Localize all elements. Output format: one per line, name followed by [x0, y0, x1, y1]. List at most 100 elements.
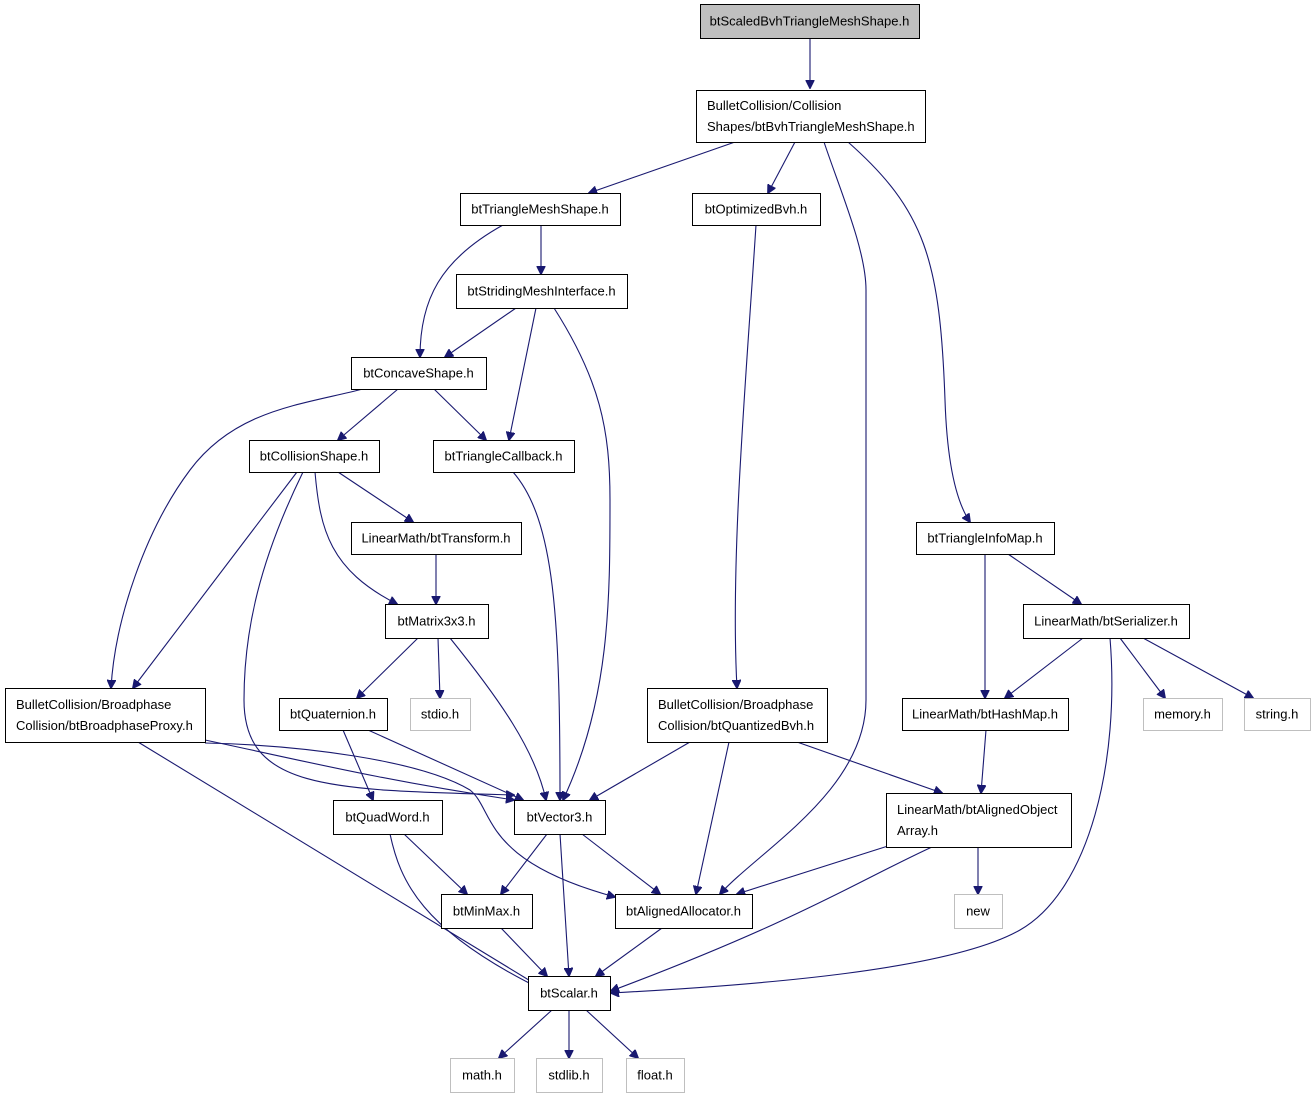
- node-label-bvh-shape-line-2: Shapes/btBvhTriangleMeshShape.h: [707, 119, 915, 134]
- node-striding[interactable]: btStridingMeshInterface.h: [456, 274, 628, 309]
- edge-bvh-shape-to-tri-info-map: [847, 141, 970, 522]
- edge-striding-to-vector3: [553, 307, 611, 800]
- node-label-root: btScaledBvhTriangleMeshShape.h: [710, 14, 910, 29]
- node-box-striding: [456, 274, 628, 309]
- node-box-quaternion: [279, 698, 388, 731]
- node-label-tri-info-map: btTriangleInfoMap.h: [927, 531, 1042, 546]
- node-box-tri-callback: [433, 440, 575, 473]
- node-box-stdlib: [536, 1058, 603, 1093]
- node-box-scalar: [528, 976, 611, 1011]
- node-label-hashmap: LinearMath/btHashMap.h: [912, 707, 1058, 722]
- edge-scalar-to-math: [499, 1009, 553, 1058]
- edge-scalar-to-float: [585, 1009, 638, 1058]
- edge-serializer-to-scalar: [611, 637, 1113, 993]
- node-stdio: stdio.h: [410, 698, 471, 731]
- node-label-new: new: [966, 904, 990, 919]
- node-box-quantized-bvh: [647, 688, 828, 743]
- node-concave[interactable]: btConcaveShape.h: [351, 357, 487, 390]
- node-tri-callback[interactable]: btTriangleCallback.h: [433, 440, 575, 473]
- node-box-bp-proxy: [5, 688, 206, 743]
- edge-aligned-array-to-aligned-alloc: [737, 845, 889, 894]
- edge-collision-shape-to-vector3: [243, 471, 514, 795]
- node-label-bp-proxy-line-2: Collision/btBroadphaseProxy.h: [16, 718, 193, 733]
- edge-concave-to-tri-callback: [433, 388, 486, 440]
- node-label-optimized-bvh: btOptimizedBvh.h: [705, 202, 808, 217]
- node-box-aligned-array: [886, 793, 1072, 848]
- edge-bp-proxy-to-vector3: [204, 739, 514, 800]
- node-tri-mesh-shape[interactable]: btTriangleMeshShape.h: [460, 193, 621, 226]
- edge-concave-to-collision-shape: [338, 388, 399, 440]
- node-quaternion[interactable]: btQuaternion.h: [279, 698, 388, 731]
- edge-serializer-to-memory: [1119, 637, 1165, 698]
- edge-matrix-to-quaternion: [357, 637, 419, 698]
- node-stdlib: stdlib.h: [536, 1058, 603, 1093]
- edge-tri-callback-to-vector3: [512, 471, 560, 800]
- edge-hashmap-to-aligned-array: [981, 729, 987, 793]
- node-root[interactable]: btScaledBvhTriangleMeshShape.h: [700, 4, 920, 39]
- node-label-tri-mesh-shape: btTriangleMeshShape.h: [471, 202, 609, 217]
- node-serializer[interactable]: LinearMath/btSerializer.h: [1023, 604, 1190, 639]
- node-minmax[interactable]: btMinMax.h: [441, 894, 533, 929]
- node-box-serializer: [1023, 604, 1190, 639]
- edge-quantized-bvh-to-vector3: [590, 741, 691, 800]
- edge-quantized-bvh-to-aligned-alloc: [696, 741, 730, 894]
- node-box-collision-shape: [249, 440, 380, 473]
- edge-vector3-to-minmax: [501, 833, 548, 894]
- edge-collision-shape-to-transform: [337, 471, 413, 522]
- node-tri-info-map[interactable]: btTriangleInfoMap.h: [916, 522, 1055, 555]
- edge-tri-mesh-shape-to-concave: [420, 224, 504, 357]
- node-box-math: [450, 1058, 515, 1093]
- node-new: new: [954, 894, 1003, 929]
- edge-striding-to-concave: [445, 307, 517, 357]
- edge-aligned-alloc-to-scalar: [596, 927, 663, 976]
- edge-quadword-to-scalar: [389, 833, 543, 990]
- node-optimized-bvh[interactable]: btOptimizedBvh.h: [692, 193, 821, 226]
- edge-bp-proxy-to-scalar: [137, 741, 537, 985]
- node-hashmap[interactable]: LinearMath/btHashMap.h: [902, 698, 1069, 731]
- node-box-stdio: [410, 698, 471, 731]
- node-transform[interactable]: LinearMath/btTransform.h: [351, 522, 522, 555]
- node-box-concave: [351, 357, 487, 390]
- node-label-collision-shape: btCollisionShape.h: [260, 449, 368, 464]
- node-label-math: math.h: [462, 1068, 502, 1083]
- edge-serializer-to-string: [1142, 637, 1253, 698]
- edge-matrix-to-vector3: [449, 637, 546, 800]
- node-collision-shape[interactable]: btCollisionShape.h: [249, 440, 380, 473]
- node-float: float.h: [626, 1058, 685, 1093]
- node-quantized-bvh[interactable]: BulletCollision/BroadphaseCollision/btQu…: [647, 688, 828, 743]
- node-vector3[interactable]: btVector3.h: [514, 800, 606, 835]
- node-box-optimized-bvh: [692, 193, 821, 226]
- node-aligned-alloc[interactable]: btAlignedAllocator.h: [615, 894, 753, 929]
- node-box-new: [954, 894, 1003, 929]
- node-label-bp-proxy-line-1: BulletCollision/Broadphase: [16, 697, 171, 712]
- node-label-quantized-bvh-line-2: Collision/btQuantizedBvh.h: [658, 718, 814, 733]
- node-label-quadword: btQuadWord.h: [345, 810, 429, 825]
- node-string: string.h: [1244, 698, 1311, 731]
- node-label-minmax: btMinMax.h: [453, 904, 520, 919]
- node-quadword[interactable]: btQuadWord.h: [333, 800, 443, 835]
- node-box-vector3: [514, 800, 606, 835]
- node-label-aligned-array-line-2: Array.h: [897, 823, 938, 838]
- node-bvh-shape[interactable]: BulletCollision/CollisionShapes/btBvhTri…: [696, 90, 926, 143]
- node-box-tri-mesh-shape: [460, 193, 621, 226]
- edge-vector3-to-aligned-alloc: [581, 833, 660, 894]
- node-box-tri-info-map: [916, 522, 1055, 555]
- node-matrix[interactable]: btMatrix3x3.h: [385, 604, 489, 639]
- edge-quaternion-to-quadword: [342, 729, 373, 800]
- node-label-tri-callback: btTriangleCallback.h: [444, 449, 562, 464]
- node-label-matrix: btMatrix3x3.h: [397, 614, 475, 629]
- node-scalar[interactable]: btScalar.h: [528, 976, 611, 1011]
- edge-serializer-to-hashmap: [1005, 637, 1084, 698]
- edge-minmax-to-scalar: [500, 927, 547, 976]
- node-label-float: float.h: [637, 1068, 672, 1083]
- node-label-quaternion: btQuaternion.h: [290, 707, 376, 722]
- edge-tri-info-map-to-serializer: [1007, 553, 1081, 604]
- node-bp-proxy[interactable]: BulletCollision/BroadphaseCollision/btBr…: [5, 688, 206, 743]
- edge-quantized-bvh-to-aligned-array: [796, 741, 942, 793]
- edge-quadword-to-minmax: [403, 833, 467, 894]
- node-label-stdlib: stdlib.h: [548, 1068, 589, 1083]
- edge-vector3-to-scalar: [559, 833, 569, 976]
- node-box-bvh-shape: [696, 90, 926, 143]
